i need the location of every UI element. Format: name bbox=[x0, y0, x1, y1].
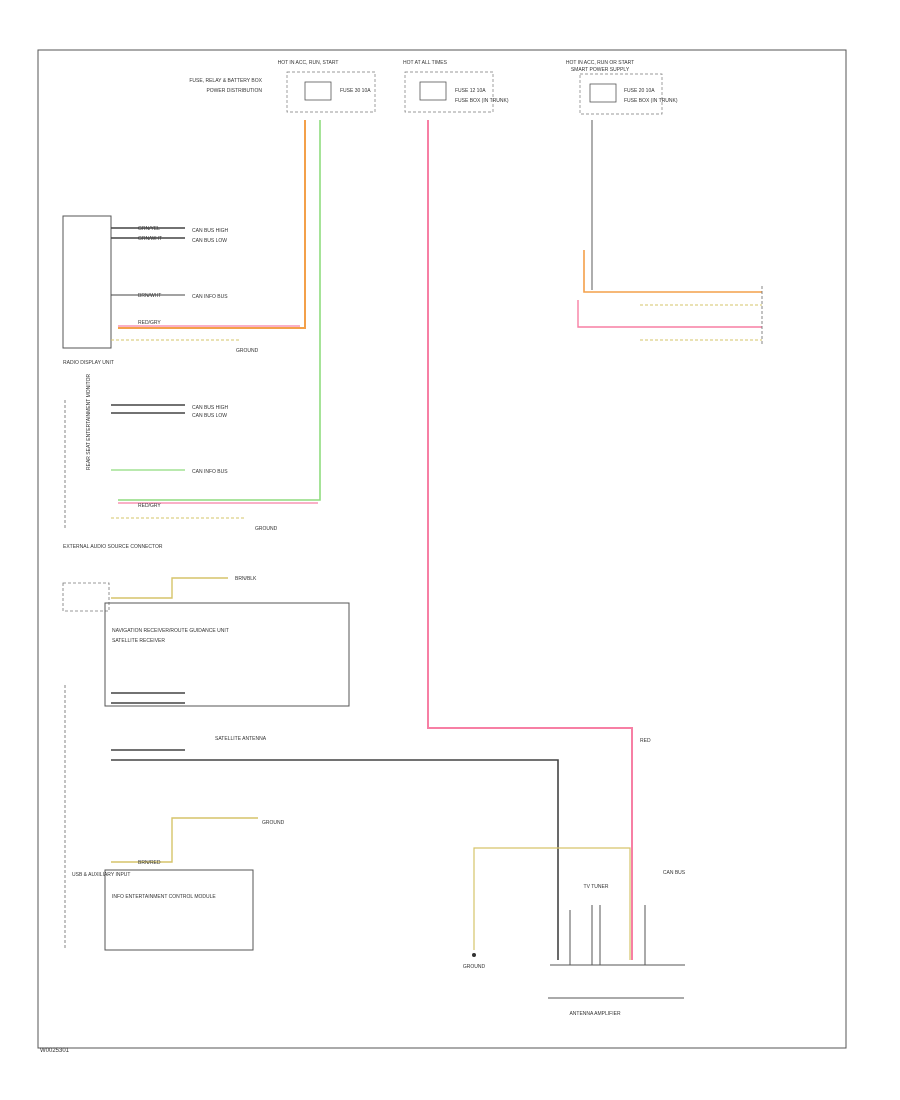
diagram-id: W0025301 bbox=[40, 1048, 70, 1054]
fuse-left-symbol bbox=[304, 81, 332, 101]
wire-pink-right bbox=[577, 300, 762, 328]
navigation-unit: BRN/BLK NAVIGATION RECEIVER/ROUTE GUIDAN… bbox=[62, 576, 350, 707]
fuse-box-right-location: FUSE BOX (IN TRUNK) bbox=[624, 98, 678, 104]
info-note-ground: GROUND bbox=[262, 820, 285, 826]
nav-yellow-wire bbox=[111, 577, 228, 599]
fuse-box-left: HOT IN ACC, RUN, START FUSE, RELAY & BAT… bbox=[189, 60, 376, 113]
diagram-frame bbox=[37, 49, 847, 1049]
tv-tuner-yellow-wire bbox=[473, 847, 631, 960]
fuse-box-left-fuse-label: FUSE 30 10A bbox=[340, 88, 371, 94]
nav-box-small bbox=[62, 582, 110, 612]
fuse-box-left-header: HOT IN ACC, RUN, START bbox=[278, 60, 339, 66]
nav-box-large bbox=[104, 602, 350, 707]
radio-note-can-low: CAN BUS LOW bbox=[192, 238, 227, 244]
info-box bbox=[104, 869, 254, 951]
fuse-box-right-fuse-label: FUSE 20 10A bbox=[624, 88, 655, 94]
satellite-antenna-label: SATELLITE ANTENNA bbox=[215, 736, 267, 742]
info-yellow-wire bbox=[111, 817, 258, 863]
external-audio-label: EXTERNAL AUDIO SOURCE CONNECTOR bbox=[63, 544, 163, 550]
fuse-box-left-outline bbox=[286, 71, 376, 113]
audio-note-can-high: CAN BUS HIGH bbox=[192, 405, 229, 411]
antenna-amplifier: TV TUNER CAN BUS ANTENNA AMPLIFIER GROUN… bbox=[463, 738, 686, 1017]
satellite-receiver-label: SATELLITE RECEIVER bbox=[112, 638, 165, 644]
audio-note-can-info: CAN INFO BUS bbox=[192, 469, 228, 475]
radio-wire-1: GRN/YEL bbox=[138, 226, 160, 232]
radio-display-box bbox=[62, 215, 112, 349]
navigation-unit-label: NAVIGATION RECEIVER/ROUTE GUIDANCE UNIT bbox=[112, 628, 229, 634]
wire-orange-radio bbox=[118, 120, 306, 329]
fuse-box-right-sub: SMART POWER SUPPLY bbox=[571, 67, 630, 73]
ground-label: GROUND bbox=[463, 964, 486, 970]
audio-note-can-low: CAN BUS LOW bbox=[192, 413, 227, 419]
fuse-box-left-location: FUSE, RELAY & BATTERY BOX bbox=[189, 78, 262, 84]
fuse-box-middle-outline bbox=[404, 71, 494, 113]
tv-tuner-label: TV TUNER bbox=[584, 884, 609, 890]
radio-wire-3: BRN/WHT bbox=[138, 293, 161, 299]
fuse-right-symbol bbox=[589, 83, 617, 103]
fuse-middle-symbol bbox=[419, 81, 447, 101]
external-audio-source: REAR SEAT ENTERTAINMENT MONITOR CAN BUS … bbox=[63, 373, 278, 550]
fuse-box-middle-location: FUSE BOX (IN TRUNK) bbox=[455, 98, 509, 104]
fuse-box-right-header: HOT IN ACC, RUN OR START bbox=[566, 60, 634, 66]
radio-note-can-high: CAN BUS HIGH bbox=[192, 228, 229, 234]
wire-pink-main bbox=[427, 120, 633, 960]
wire-green-audio bbox=[118, 120, 321, 501]
antenna-amplifier-label: ANTENNA AMPLIFIER bbox=[569, 1011, 621, 1017]
fuse-box-middle-fuse-label: FUSE 12 10A bbox=[455, 88, 486, 94]
radio-display-label: RADIO DISPLAY UNIT bbox=[63, 360, 114, 366]
fuse-box-right-outline bbox=[579, 73, 663, 115]
rear-seat-entertainment-label: REAR SEAT ENTERTAINMENT MONITOR bbox=[86, 373, 92, 470]
fuse-box-middle: HOT AT ALL TIMES FUSE 12 10A FUSE BOX (I… bbox=[403, 60, 509, 113]
radio-display-unit: CAN BUS HIGH CAN BUS LOW CAN INFO BUS GR… bbox=[62, 215, 259, 366]
info-wire-to-antenna bbox=[111, 759, 559, 960]
wire-orange-right bbox=[583, 250, 762, 293]
fuse-box-middle-header: HOT AT ALL TIMES bbox=[403, 60, 448, 66]
info-entertainment-label: INFO ENTERTAINMENT CONTROL MODULE bbox=[112, 894, 216, 900]
nav-wire-label: BRN/BLK bbox=[235, 576, 257, 582]
can-bus-label: CAN BUS bbox=[663, 870, 686, 876]
fuse-box-right: HOT IN ACC, RUN OR START SMART POWER SUP… bbox=[566, 60, 678, 115]
radio-note-can-info: CAN INFO BUS bbox=[192, 294, 228, 300]
info-entertainment-module: SATELLITE ANTENNA GROUND USB & AUXILIARY… bbox=[64, 685, 559, 960]
ground-point bbox=[472, 953, 476, 957]
antenna-wire-label: RED bbox=[640, 738, 651, 744]
radio-wire-4: RED/GRY bbox=[138, 320, 161, 326]
fuse-box-left-module: POWER DISTRIBUTION bbox=[206, 88, 262, 94]
usb-connector-label: USB & AUXILIARY INPUT bbox=[72, 872, 130, 878]
info-wire-label: BRN/RED bbox=[138, 860, 161, 866]
audio-note-ground: GROUND bbox=[255, 526, 278, 532]
audio-wire-4: RED/GRY bbox=[138, 503, 161, 509]
radio-note-ground: GROUND bbox=[236, 348, 259, 354]
radio-wire-2: GRN/WHT bbox=[138, 236, 162, 242]
